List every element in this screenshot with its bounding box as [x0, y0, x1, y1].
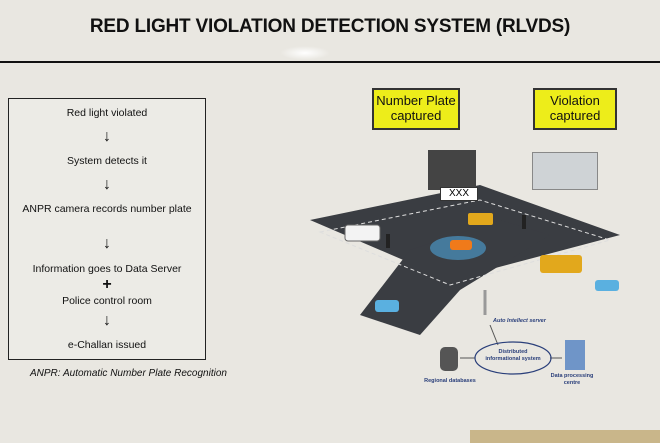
violation-capture-photo [532, 152, 598, 190]
arrow-down-icon: ↓ [103, 312, 111, 329]
server-label: Auto Intellect server [493, 318, 546, 324]
callout-number-plate: Number Plate captured [372, 88, 460, 130]
building-icon [565, 340, 585, 370]
process-flow-box: Red light violated ↓ System detects it ↓… [8, 98, 206, 360]
flow-step: Police control room [62, 295, 152, 307]
violating-car [450, 240, 472, 250]
plate-text: XXX [440, 187, 478, 201]
traffic-light-icon [386, 234, 390, 248]
bus-white [344, 224, 381, 242]
car-blue-2 [595, 280, 619, 291]
dc-label: Data processing centre [550, 373, 594, 386]
callout-violation: Violation captured [533, 88, 617, 130]
arrow-down-icon: ↓ [103, 176, 111, 193]
bus-small [468, 213, 493, 225]
network-diagram [440, 325, 585, 375]
arrow-down-icon: ↓ [103, 235, 111, 252]
plus-icon: + [102, 276, 112, 293]
db-label: Regional databases [424, 378, 476, 384]
flow-step: Information goes to Data Server [32, 263, 182, 275]
link-line [489, 325, 499, 346]
flow-step: ANPR camera records number plate [22, 203, 192, 215]
road-vertical [360, 220, 550, 335]
intersection-illustration [310, 185, 620, 335]
poster-title: RED LIGHT VIOLATION DETECTION SYSTEM (RL… [89, 16, 571, 37]
crosswalk [318, 199, 612, 286]
bus-yellow [540, 255, 582, 273]
traffic-light-icon [522, 215, 526, 229]
database-icon [440, 347, 458, 371]
poster-frame-edge [470, 430, 660, 443]
hub-label: Distributed informational system [485, 349, 541, 362]
title-divider [0, 61, 660, 63]
car-blue [375, 300, 399, 312]
flow-step: Red light violated [66, 107, 148, 119]
flow-step: System detects it [67, 155, 147, 167]
anpr-footnote: ANPR: Automatic Number Plate Recognition [30, 368, 227, 379]
flow-step: e-Challan issued [67, 339, 147, 351]
arrow-down-icon: ↓ [103, 128, 111, 145]
hub-ellipse [474, 341, 552, 375]
light-glare [280, 46, 330, 60]
plate-capture-photo [428, 150, 476, 190]
